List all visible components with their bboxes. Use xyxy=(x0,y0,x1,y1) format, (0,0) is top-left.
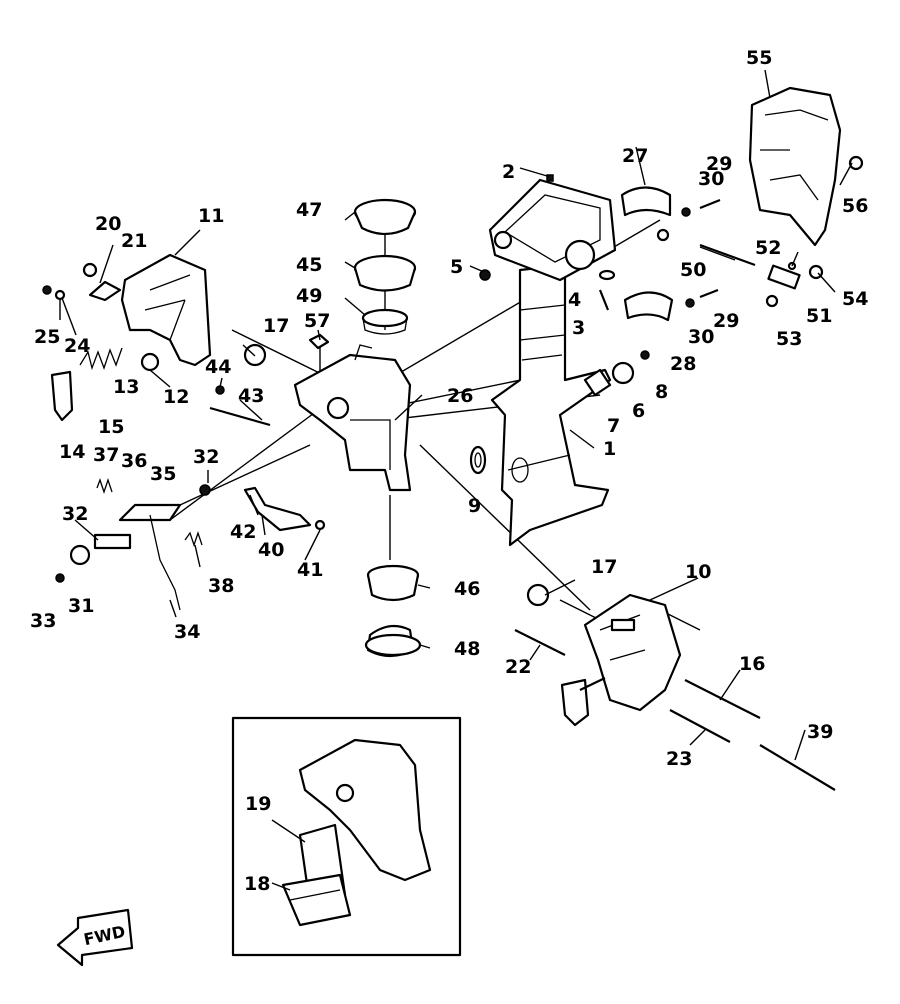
part-label-3: 3 xyxy=(572,317,585,339)
part-label-32-right: 32 xyxy=(193,446,219,468)
part-label-1: 1 xyxy=(603,438,616,460)
tilt-linkage xyxy=(199,484,326,532)
part-label-30-lower: 30 xyxy=(688,326,714,348)
part-label-13: 13 xyxy=(113,376,139,398)
part-label-19: 19 xyxy=(245,793,271,815)
rubber-mount xyxy=(583,350,650,397)
part-label-29-lower: 29 xyxy=(713,310,739,332)
clamp-bracket-right xyxy=(583,593,682,712)
part-label-28: 28 xyxy=(670,353,696,375)
part-label-23: 23 xyxy=(666,748,692,770)
part-label-37: 37 xyxy=(93,444,119,466)
part-label-17-upper: 17 xyxy=(263,315,289,337)
part-label-26: 26 xyxy=(447,385,473,407)
lower-bushings xyxy=(364,564,422,658)
part-label-18: 18 xyxy=(244,873,270,895)
part-label-16: 16 xyxy=(739,653,765,675)
part-label-51: 51 xyxy=(806,305,832,327)
part-label-15: 15 xyxy=(98,416,124,438)
swivel-bracket xyxy=(293,344,412,492)
part-label-8: 8 xyxy=(655,381,668,403)
part-label-10: 10 xyxy=(685,561,711,583)
part-label-49: 49 xyxy=(296,285,322,307)
part-label-57: 57 xyxy=(304,310,330,332)
springs xyxy=(79,347,203,548)
part-label-55: 55 xyxy=(746,47,772,69)
bottom-cowling-housing xyxy=(488,174,617,282)
part-label-7: 7 xyxy=(607,415,620,437)
callout-leaders xyxy=(59,69,853,891)
tilt-lever-assembly xyxy=(55,503,182,611)
part-label-30-upper: 30 xyxy=(698,168,724,190)
part-label-42: 42 xyxy=(230,521,256,543)
grommet xyxy=(469,445,487,475)
clamp-bracket-left xyxy=(120,253,212,367)
upper-mount-clamps xyxy=(620,186,674,322)
part-label-48: 48 xyxy=(454,638,480,660)
part-label-53: 53 xyxy=(776,328,802,350)
part-label-56: 56 xyxy=(842,195,868,217)
part-label-11: 11 xyxy=(198,205,224,227)
drive-shaft-housing xyxy=(490,263,612,547)
part-label-9: 9 xyxy=(468,495,481,517)
part-label-24: 24 xyxy=(64,335,90,357)
part-label-32-left: 32 xyxy=(62,503,88,525)
part-label-33: 33 xyxy=(30,610,56,632)
part-label-36: 36 xyxy=(121,450,147,472)
part-label-20: 20 xyxy=(95,213,121,235)
part-label-22: 22 xyxy=(505,656,531,678)
part-label-47: 47 xyxy=(296,199,322,221)
part-label-14: 14 xyxy=(59,441,85,463)
part-label-50: 50 xyxy=(680,259,706,281)
part-label-17-lower: 17 xyxy=(591,556,617,578)
steering-cover xyxy=(748,86,864,247)
part-label-52: 52 xyxy=(755,237,781,259)
callout-numbers: 1 2 3 4 5 6 7 8 9 10 11 12 13 14 15 16 1… xyxy=(30,47,868,895)
part-label-21: 21 xyxy=(121,230,147,252)
rods-and-bolts xyxy=(209,406,836,791)
top-bolts xyxy=(681,198,721,308)
part-label-34: 34 xyxy=(174,621,200,643)
assembly-axis-lines xyxy=(169,219,701,631)
small-hardware xyxy=(42,262,550,607)
part-label-29-upper: 29 xyxy=(706,153,732,175)
part-label-44: 44 xyxy=(205,356,231,378)
part-label-27: 27 xyxy=(622,145,648,167)
part-label-41: 41 xyxy=(297,559,323,581)
part-label-31: 31 xyxy=(68,595,94,617)
fwd-arrow xyxy=(56,908,134,967)
part-label-38: 38 xyxy=(208,575,234,597)
part-label-40: 40 xyxy=(258,539,284,561)
part-label-39: 39 xyxy=(807,721,833,743)
part-label-12: 12 xyxy=(163,386,189,408)
inset-detail-box xyxy=(231,716,462,957)
part-label-46: 46 xyxy=(454,578,480,600)
part-label-2: 2 xyxy=(502,161,515,183)
clamp-screws xyxy=(50,370,606,727)
part-label-25: 25 xyxy=(34,326,60,348)
part-label-6: 6 xyxy=(632,400,645,422)
part-label-45: 45 xyxy=(296,254,322,276)
part-label-4: 4 xyxy=(568,289,581,311)
part-label-5: 5 xyxy=(450,256,463,278)
part-label-54: 54 xyxy=(842,288,868,310)
part-label-35: 35 xyxy=(150,463,176,485)
housing-fasteners xyxy=(479,269,616,311)
part-label-43: 43 xyxy=(238,385,264,407)
